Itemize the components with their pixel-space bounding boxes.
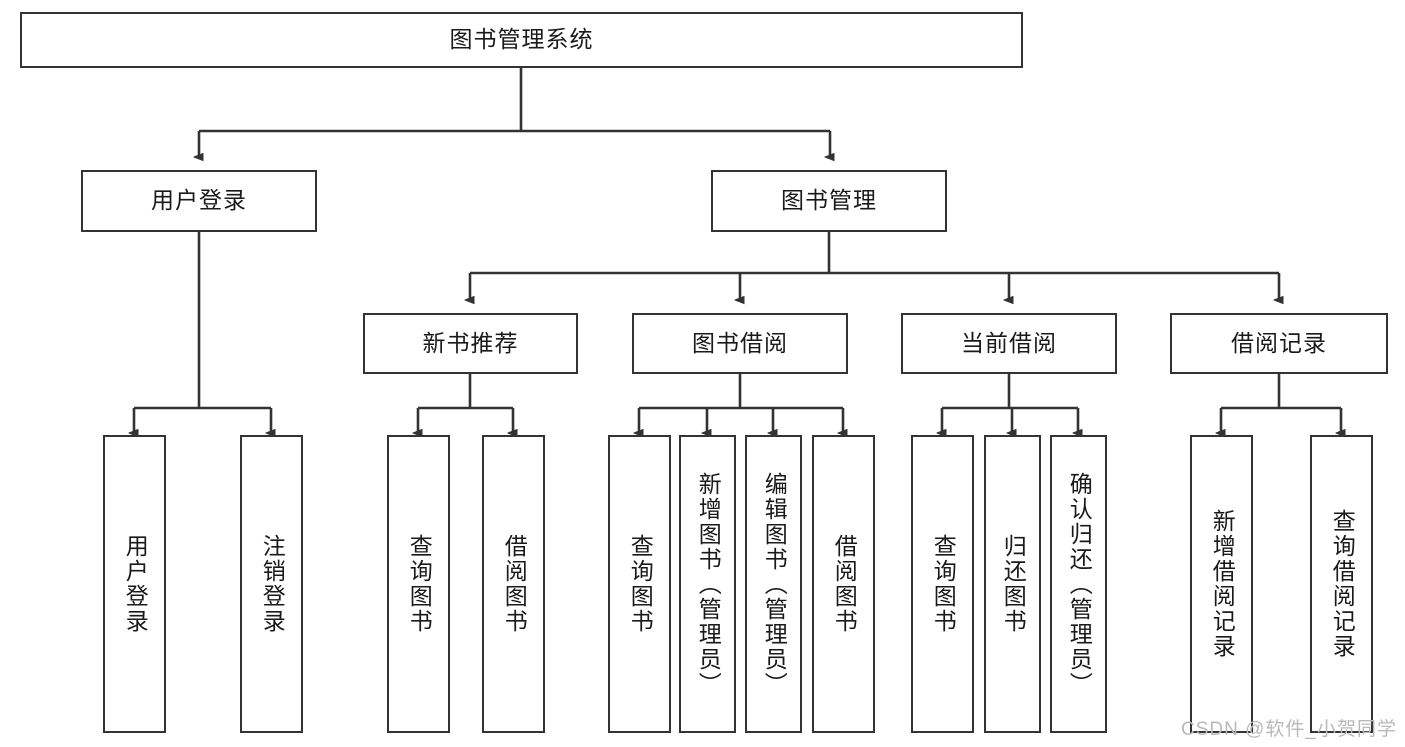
- node-leaf-logout-login[interactable]: 注销登录: [240, 435, 303, 733]
- node-new-book-recommend[interactable]: 新书推荐: [363, 313, 578, 374]
- node-leaf-add-borrow-record-label: 新增借阅记录: [1209, 509, 1236, 659]
- node-book-borrow-label: 图书借阅: [692, 329, 788, 356]
- node-leaf-borrow-book-1-label: 借阅图书: [501, 534, 528, 634]
- node-leaf-edit-book-admin-label: 编辑图书（管理员）: [761, 471, 788, 697]
- node-book-borrow[interactable]: 图书借阅: [632, 313, 848, 374]
- node-book-manage[interactable]: 图书管理: [711, 170, 947, 232]
- node-leaf-confirm-return-admin[interactable]: 确认归还（管理员）: [1050, 435, 1107, 733]
- node-leaf-add-book-admin-label: 新增图书（管理员）: [695, 471, 722, 697]
- node-leaf-query-book-3[interactable]: 查询图书: [911, 435, 974, 733]
- node-current-borrow[interactable]: 当前借阅: [901, 313, 1117, 374]
- node-leaf-confirm-return-admin-label: 确认归还（管理员）: [1066, 471, 1093, 697]
- watermark: CSDN @软件_小贺同学: [1181, 719, 1397, 740]
- node-leaf-user-login-label: 用户登录: [122, 534, 149, 634]
- node-leaf-borrow-book-2[interactable]: 借阅图书: [812, 435, 875, 733]
- node-leaf-logout-login-label: 注销登录: [259, 534, 286, 634]
- node-leaf-return-book-label: 归还图书: [1000, 534, 1027, 634]
- node-user-login-label: 用户登录: [151, 187, 247, 214]
- node-leaf-user-login[interactable]: 用户登录: [103, 435, 166, 733]
- node-root[interactable]: 图书管理系统: [20, 12, 1023, 68]
- node-leaf-query-book-2-label: 查询图书: [627, 534, 654, 634]
- node-borrow-record-label: 借阅记录: [1231, 329, 1327, 356]
- node-user-login[interactable]: 用户登录: [81, 170, 317, 232]
- node-leaf-add-book-admin[interactable]: 新增图书（管理员）: [679, 435, 736, 733]
- node-leaf-query-book-3-label: 查询图书: [930, 534, 957, 634]
- node-root-label: 图书管理系统: [449, 26, 594, 53]
- node-leaf-borrow-book-1[interactable]: 借阅图书: [482, 435, 545, 733]
- node-leaf-return-book[interactable]: 归还图书: [984, 435, 1041, 733]
- node-leaf-query-book-1-label: 查询图书: [406, 534, 433, 634]
- node-leaf-query-borrow-record-label: 查询借阅记录: [1329, 509, 1356, 659]
- node-leaf-add-borrow-record[interactable]: 新增借阅记录: [1190, 435, 1253, 733]
- node-leaf-query-book-2[interactable]: 查询图书: [608, 435, 671, 733]
- node-borrow-record[interactable]: 借阅记录: [1170, 313, 1388, 374]
- node-current-borrow-label: 当前借阅: [961, 329, 1057, 356]
- node-leaf-edit-book-admin[interactable]: 编辑图书（管理员）: [745, 435, 802, 733]
- node-leaf-borrow-book-2-label: 借阅图书: [831, 534, 858, 634]
- node-leaf-query-borrow-record[interactable]: 查询借阅记录: [1310, 435, 1373, 733]
- node-leaf-query-book-1[interactable]: 查询图书: [387, 435, 450, 733]
- node-new-book-recommend-label: 新书推荐: [422, 329, 519, 356]
- node-book-manage-label: 图书管理: [781, 187, 877, 214]
